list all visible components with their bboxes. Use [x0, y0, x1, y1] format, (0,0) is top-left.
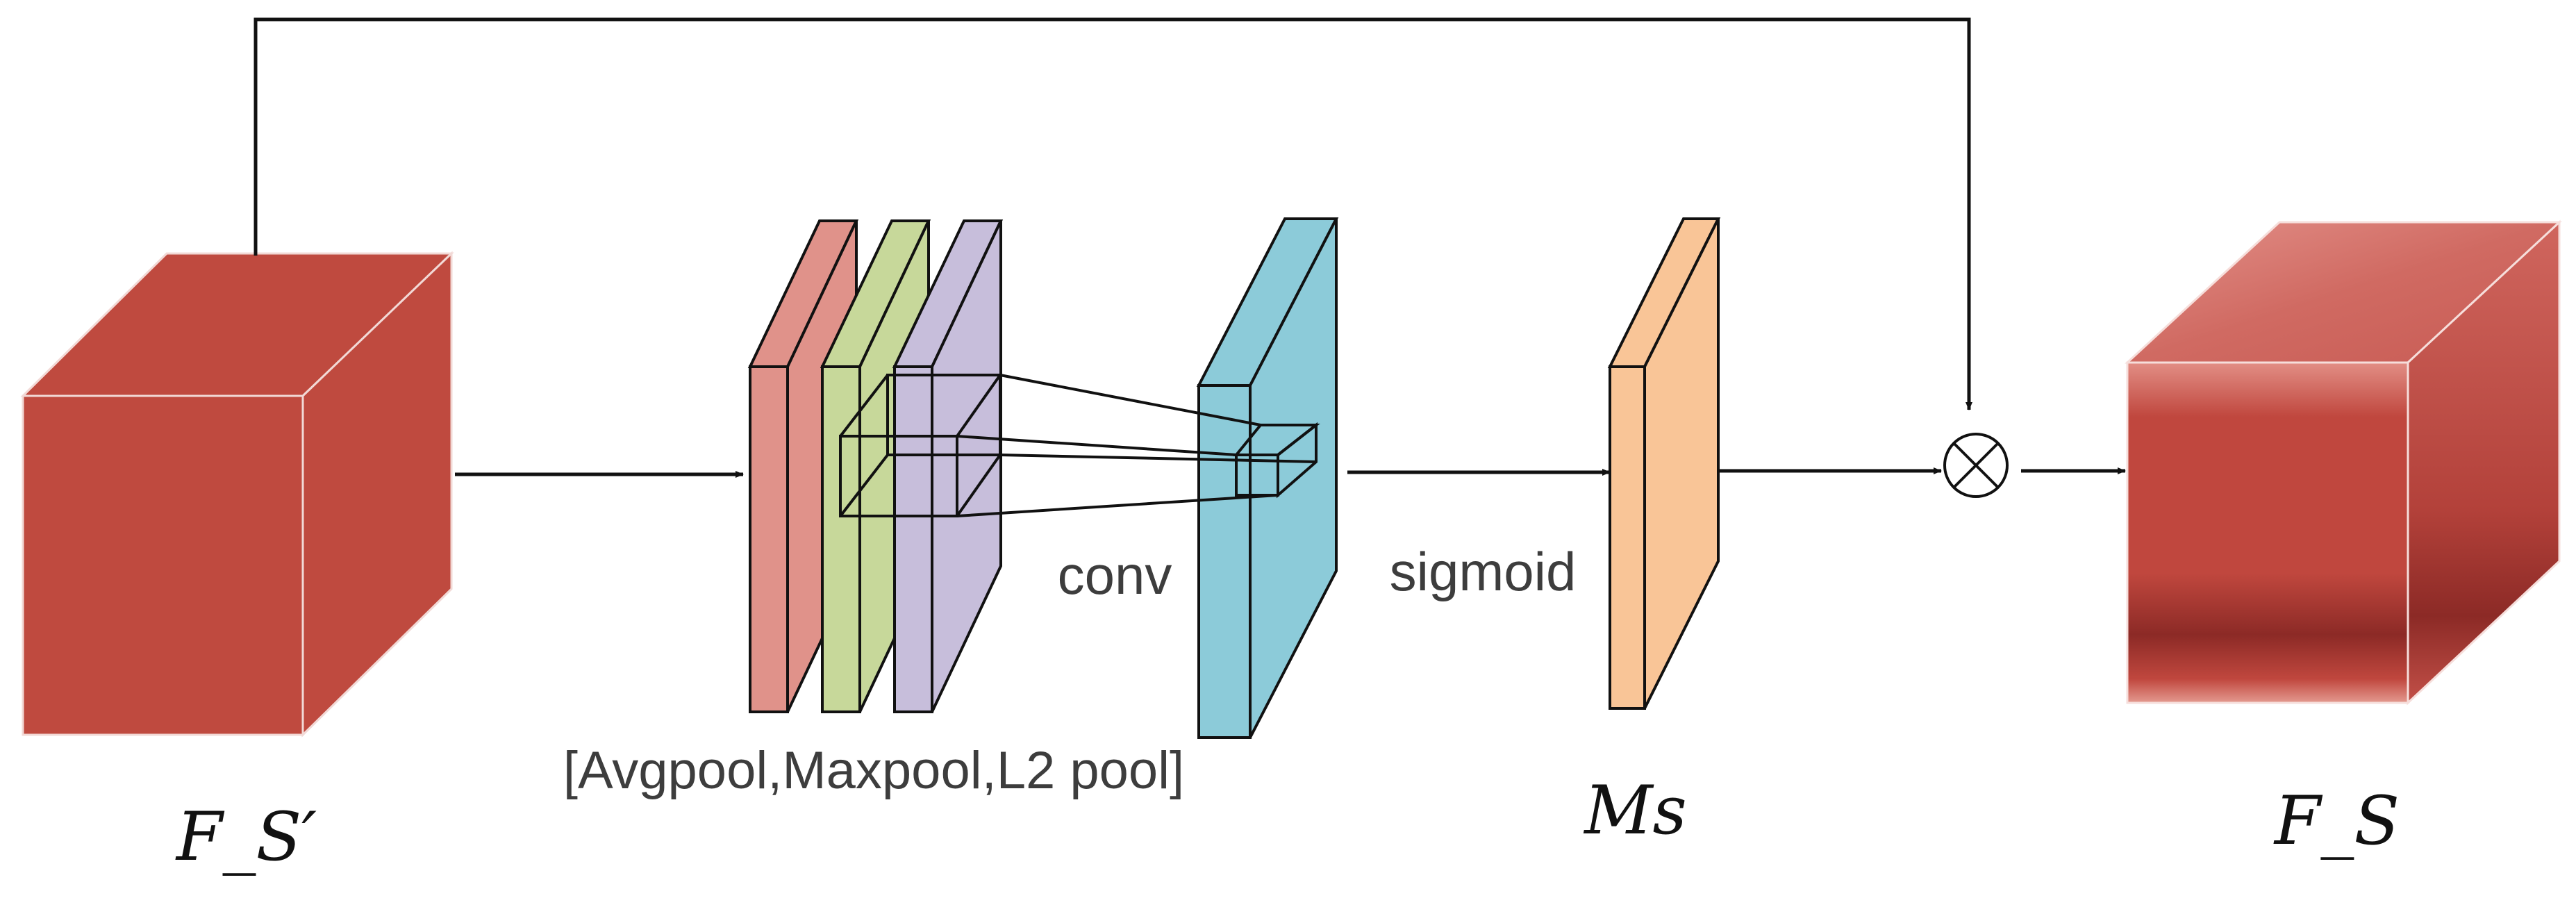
- l2pool-map: [892, 219, 1004, 713]
- skip-connection-arrow: [254, 17, 1972, 410]
- mask-label: Ms: [1583, 772, 1687, 849]
- sigmoid-label: sigmoid: [1390, 541, 1577, 602]
- output-feature-block: [2125, 219, 2562, 706]
- input-label: F_S′: [175, 798, 317, 876]
- conv-projection-lines: [956, 374, 1317, 517]
- output-block-side: [2407, 219, 2561, 706]
- output-label: F_S: [2273, 782, 2400, 860]
- attention-mask-map: [1607, 217, 1721, 710]
- conv-output-map: [1196, 217, 1339, 739]
- pooled-feature-maps: [747, 219, 1004, 713]
- pool-label: [Avgpool,Maxpool,L2 pool]: [563, 741, 1184, 800]
- input-block-front: [22, 394, 304, 736]
- output-block-front: [2126, 361, 2409, 704]
- multiply-operator: [1943, 433, 2009, 498]
- receptive-field-box: [839, 374, 1002, 517]
- input-feature-block: [20, 251, 454, 738]
- conv-label: conv: [1058, 544, 1172, 606]
- input-block-side: [301, 251, 453, 738]
